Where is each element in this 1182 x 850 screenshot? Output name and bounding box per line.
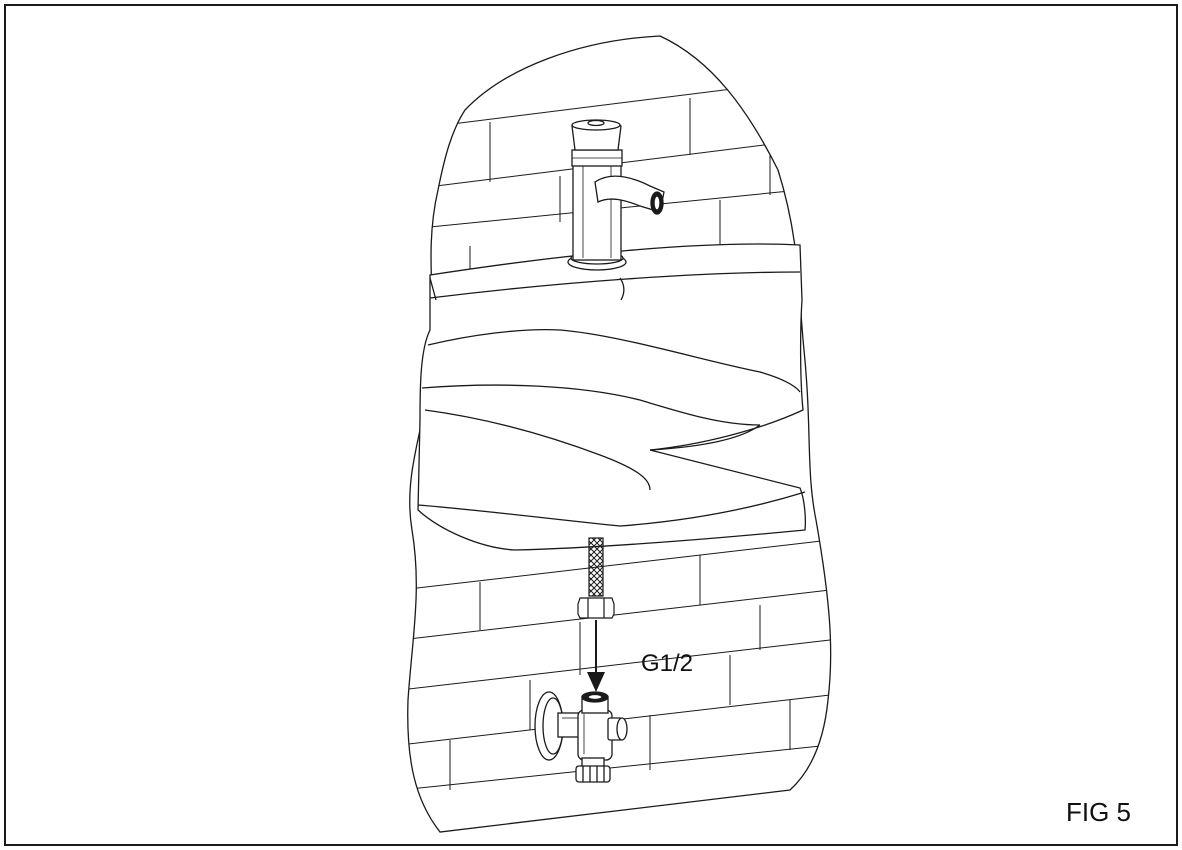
figure-number-label: FIG 5 bbox=[1066, 797, 1132, 827]
angle-valve bbox=[534, 691, 628, 783]
thread-size-label: G1/2 bbox=[641, 650, 694, 677]
connection-arrow bbox=[587, 620, 605, 692]
outer-border bbox=[4, 4, 1178, 846]
flexible-hose bbox=[577, 537, 615, 619]
push-tap bbox=[567, 119, 665, 271]
wash-basin bbox=[417, 243, 806, 551]
